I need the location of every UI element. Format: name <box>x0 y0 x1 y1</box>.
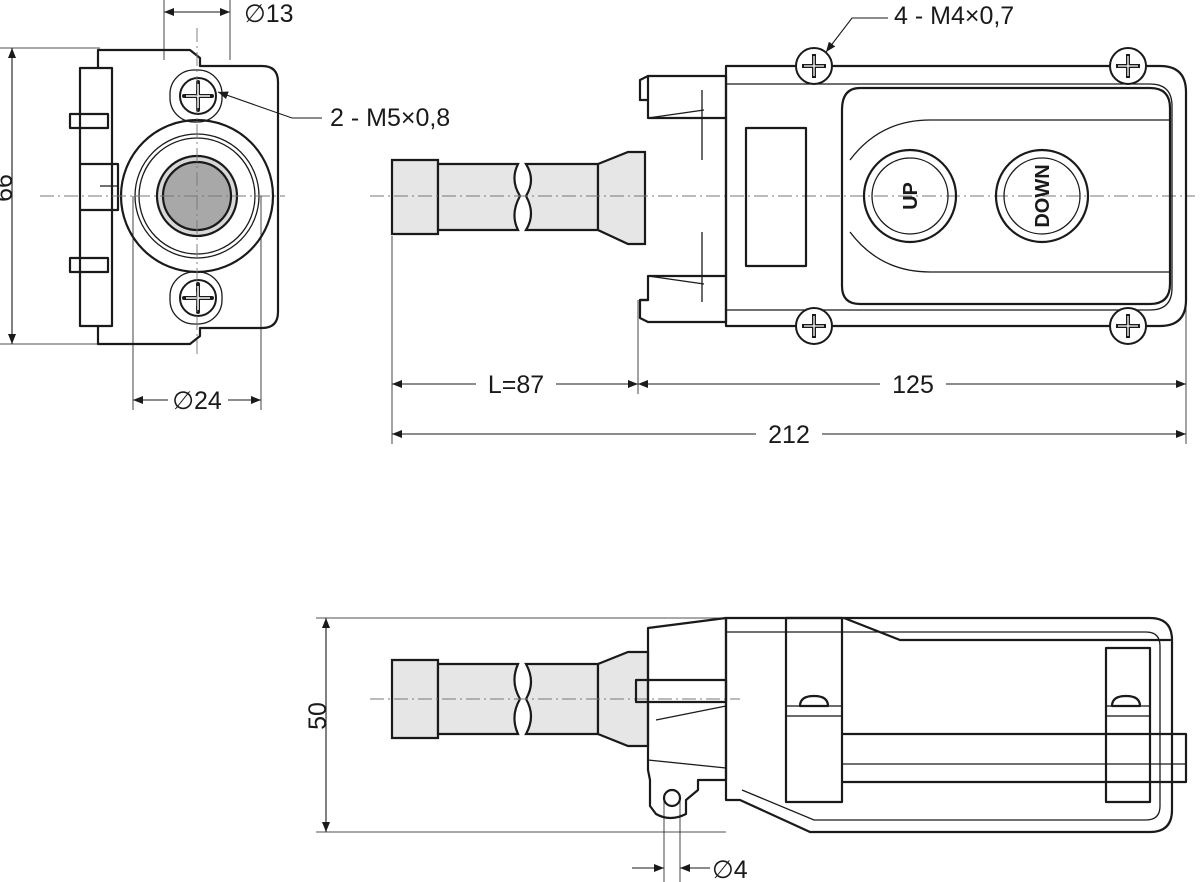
front-dimensions: ∅13 66 ∅24 2 - M5×0,8 <box>0 0 450 415</box>
dim-24-label: ∅24 <box>172 387 222 415</box>
screw-bottom-left <box>795 307 833 345</box>
cable-length-label: L=87 <box>488 371 544 399</box>
height-50-label: 50 <box>304 702 332 730</box>
screw-bottom-front <box>179 279 217 317</box>
front-view <box>40 28 285 358</box>
side-dimensions: 50 ∅4 <box>304 617 748 882</box>
down-button: DOWN <box>994 148 1090 244</box>
up-button-label: UP <box>900 182 922 210</box>
down-button-label: DOWN <box>1032 164 1054 227</box>
screw-top-front <box>179 77 217 115</box>
body-length-label: 125 <box>892 371 934 399</box>
dia-4-label: ∅4 <box>712 856 748 882</box>
screw-bottom-right <box>1109 307 1147 345</box>
m5-screws-label: 2 - M5×0,8 <box>330 104 450 132</box>
total-length-label: 212 <box>768 421 810 449</box>
dim-13-label: ∅13 <box>244 0 294 28</box>
screw-top-left <box>795 47 833 85</box>
top-view: UP DOWN <box>370 47 1195 345</box>
screw-top-right <box>1109 47 1147 85</box>
m4-screws-label: 4 - M4×0,7 <box>894 2 1014 30</box>
up-button: UP <box>862 148 958 244</box>
top-dimensions: 4 - M4×0,7 L=87 125 212 <box>391 2 1187 449</box>
dim-66-label: 66 <box>0 174 18 202</box>
side-view <box>370 616 1188 834</box>
